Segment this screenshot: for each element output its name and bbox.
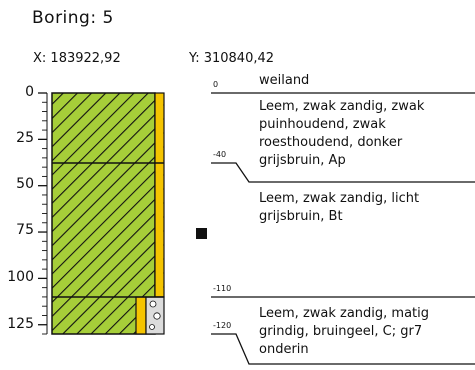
x-coordinate: X: 183922,92 xyxy=(33,51,121,66)
depth-axis-minor-ticks xyxy=(38,92,47,335)
gravel-symbol xyxy=(153,312,161,320)
depth-tick-label: 25 xyxy=(16,130,34,146)
yellow-band-lower xyxy=(135,296,147,335)
y-coordinate: Y: 310840,42 xyxy=(189,51,275,66)
mottling-band xyxy=(154,92,165,298)
boring-title: Boring: 5 xyxy=(32,8,114,28)
depth-tick-label: 125 xyxy=(7,316,34,332)
land-use-label: weiland xyxy=(259,73,310,88)
layer-description-1: Leem, zwak zandig, zwak puinhoudend, zwa… xyxy=(259,99,425,168)
depth-mark-0: 0 xyxy=(213,80,219,89)
depth-axis xyxy=(38,92,48,335)
water-level-marker xyxy=(196,228,207,239)
depth-mark-40: -40 xyxy=(213,150,227,159)
gravel-symbol xyxy=(149,324,155,330)
soil-column xyxy=(51,92,165,335)
line-depth-120 xyxy=(211,333,475,365)
line-depth-40 xyxy=(211,162,475,183)
layer-description-2: Leem, zwak zandig, licht grijsbruin, Bt xyxy=(259,191,420,224)
depth-tick-label: 0 xyxy=(25,84,34,100)
gravel-symbol xyxy=(149,300,157,308)
depth-mark-120: -120 xyxy=(213,321,232,330)
description-lines xyxy=(211,92,475,365)
layer-description-3: Leem, zwak zandig, matig grindig, bruing… xyxy=(259,306,430,357)
depth-tick-label: 50 xyxy=(16,176,34,192)
hatched-soil-column xyxy=(51,92,156,335)
depth-mark-110: -110 xyxy=(213,284,232,293)
depth-tick-label: 75 xyxy=(16,222,34,238)
depth-tick-label: 100 xyxy=(7,269,34,285)
